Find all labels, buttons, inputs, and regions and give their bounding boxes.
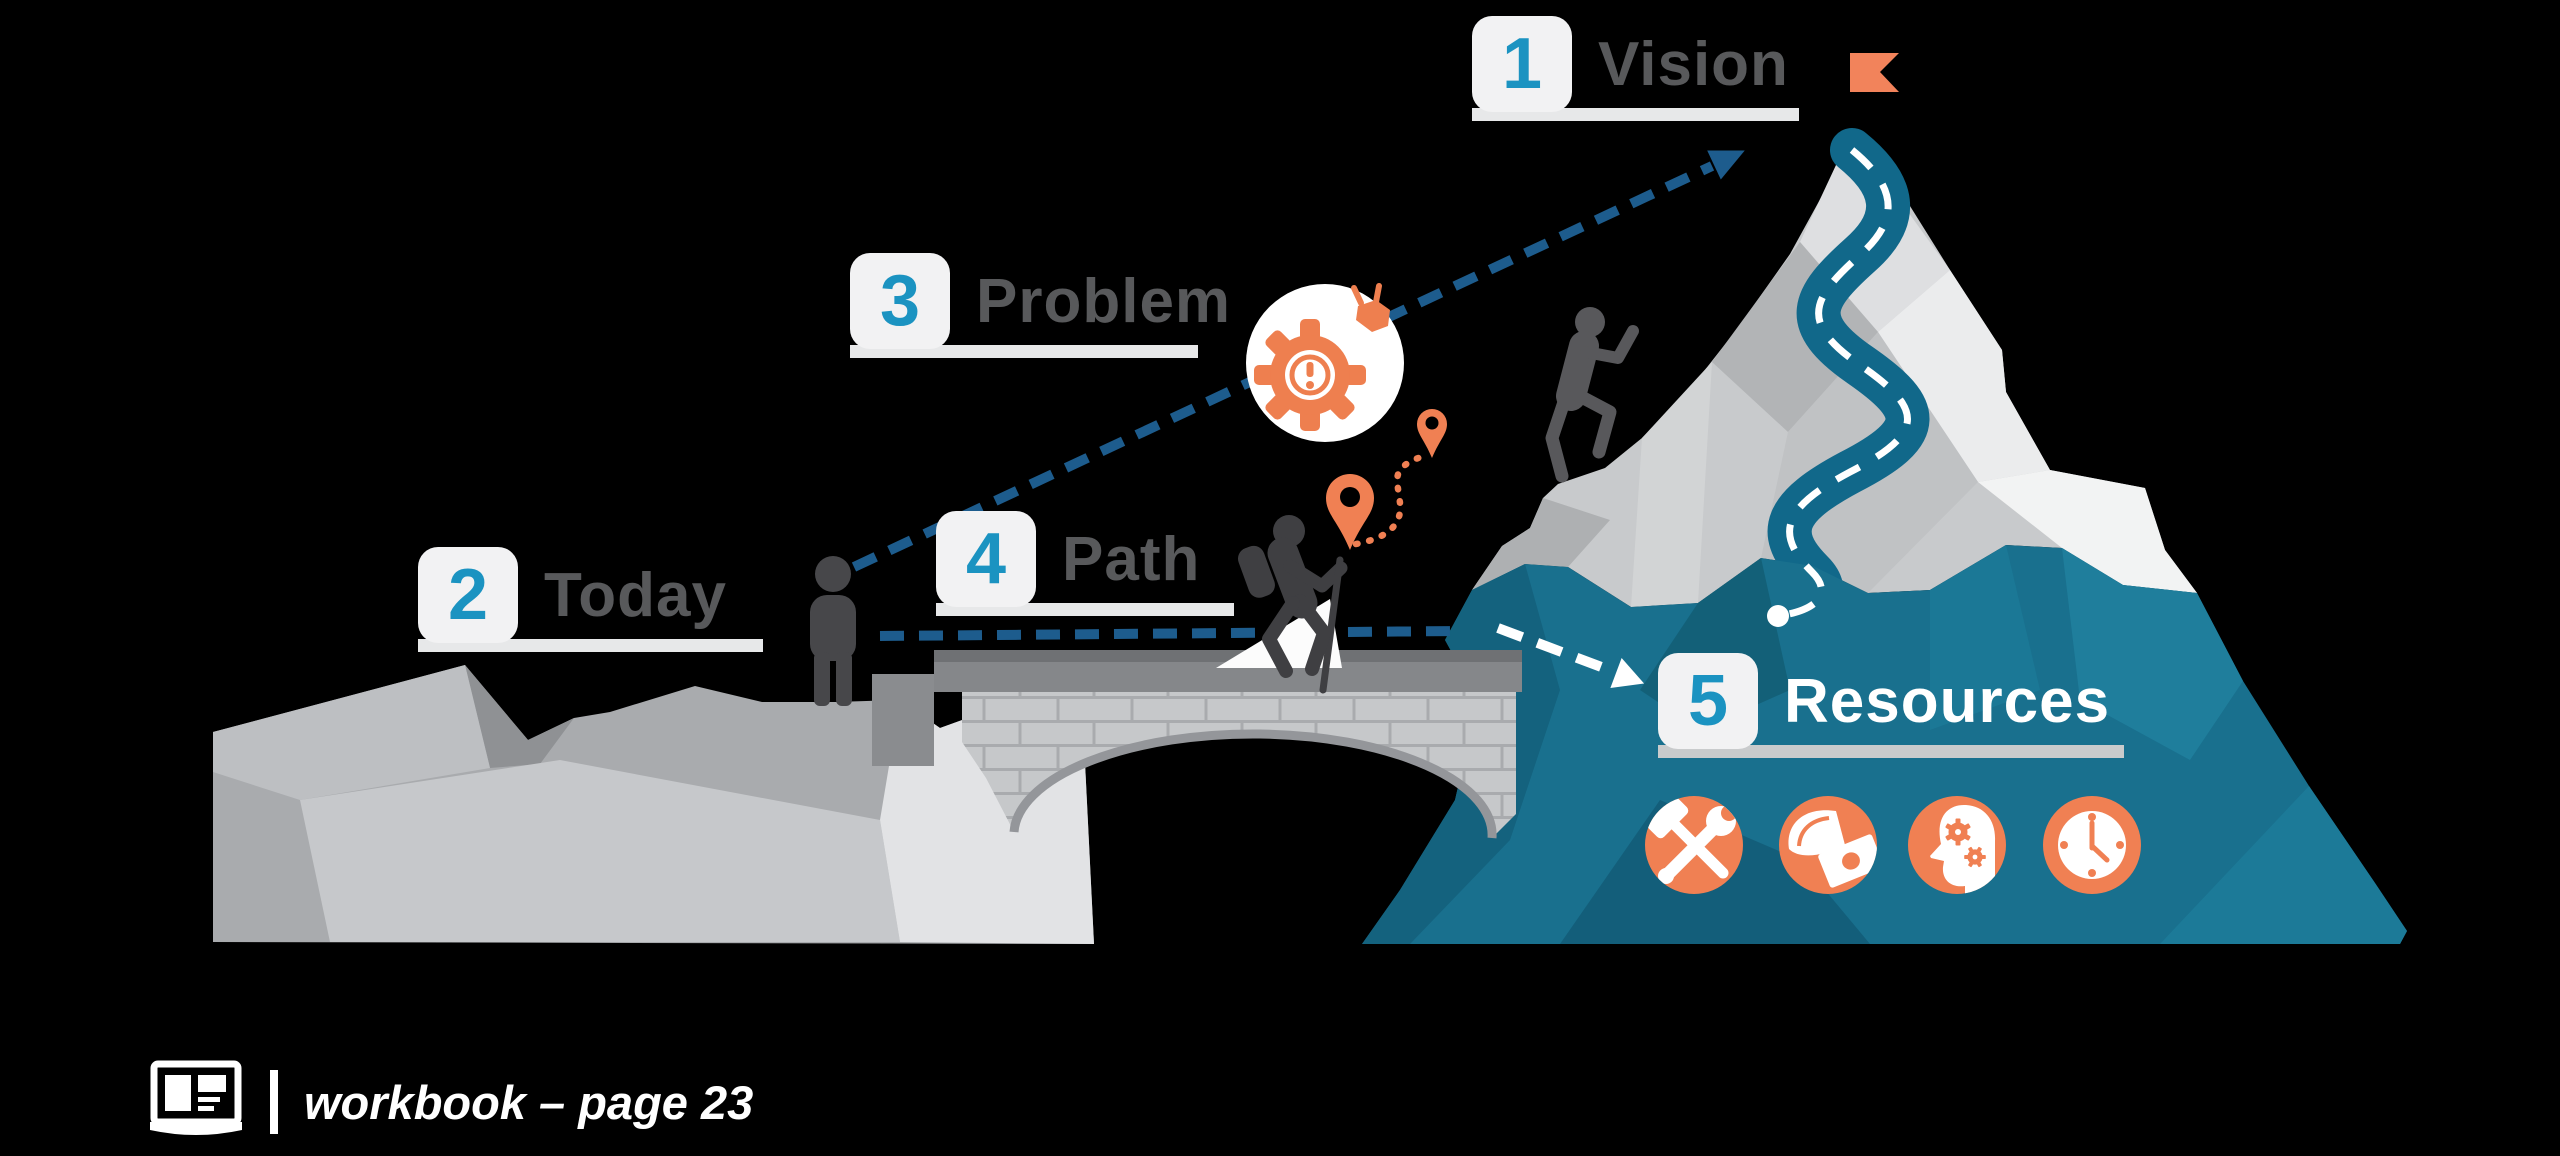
step-number-badge: 2 bbox=[418, 547, 518, 643]
clock-icon bbox=[2043, 796, 2141, 894]
winged-money-icon bbox=[1779, 796, 1877, 894]
mountain-base-teal bbox=[1362, 545, 2407, 944]
step-number-badge: 1 bbox=[1472, 16, 1572, 112]
climbing-person bbox=[1545, 307, 1639, 483]
road-centerline bbox=[1767, 147, 1911, 627]
resources-dashed-arrow bbox=[1496, 623, 1645, 688]
hiker-with-backpack bbox=[1216, 515, 1348, 694]
step-title: Path bbox=[1062, 524, 1201, 594]
today-plateau bbox=[213, 665, 1094, 944]
step-number-badge: 5 bbox=[1658, 653, 1758, 749]
step-underline bbox=[418, 639, 763, 652]
step-title: Problem bbox=[976, 266, 1232, 336]
step-underline bbox=[850, 345, 1198, 358]
resources-icons bbox=[1645, 796, 2141, 894]
path-dashed-line bbox=[879, 626, 1463, 641]
footer: workbook – page 23 bbox=[146, 1058, 753, 1146]
flag-icon bbox=[1850, 53, 1899, 92]
open-book-icon bbox=[150, 1060, 242, 1135]
step-title: Today bbox=[544, 560, 727, 630]
footer-text: workbook – page 23 bbox=[304, 1075, 754, 1129]
stone-bridge bbox=[872, 650, 1522, 839]
step-title: Resources bbox=[1784, 666, 2111, 736]
step-number: 1 bbox=[1501, 24, 1543, 104]
step-number: 2 bbox=[447, 555, 489, 635]
tools-icon bbox=[1645, 796, 1743, 894]
step-number: 5 bbox=[1687, 661, 1729, 741]
step-title: Vision bbox=[1598, 29, 1789, 99]
map-pins-route-icon bbox=[1326, 409, 1447, 550]
step-number: 3 bbox=[879, 261, 921, 341]
standing-person bbox=[810, 556, 856, 706]
head-gears-icon bbox=[1908, 796, 2006, 894]
step-number-badge: 3 bbox=[850, 253, 950, 349]
footer-divider bbox=[270, 1070, 278, 1134]
step-number: 4 bbox=[965, 519, 1007, 599]
broken-gear-alert-icon bbox=[1246, 283, 1404, 442]
step-underline bbox=[1658, 745, 2124, 758]
step-number-badge: 4 bbox=[936, 511, 1036, 607]
